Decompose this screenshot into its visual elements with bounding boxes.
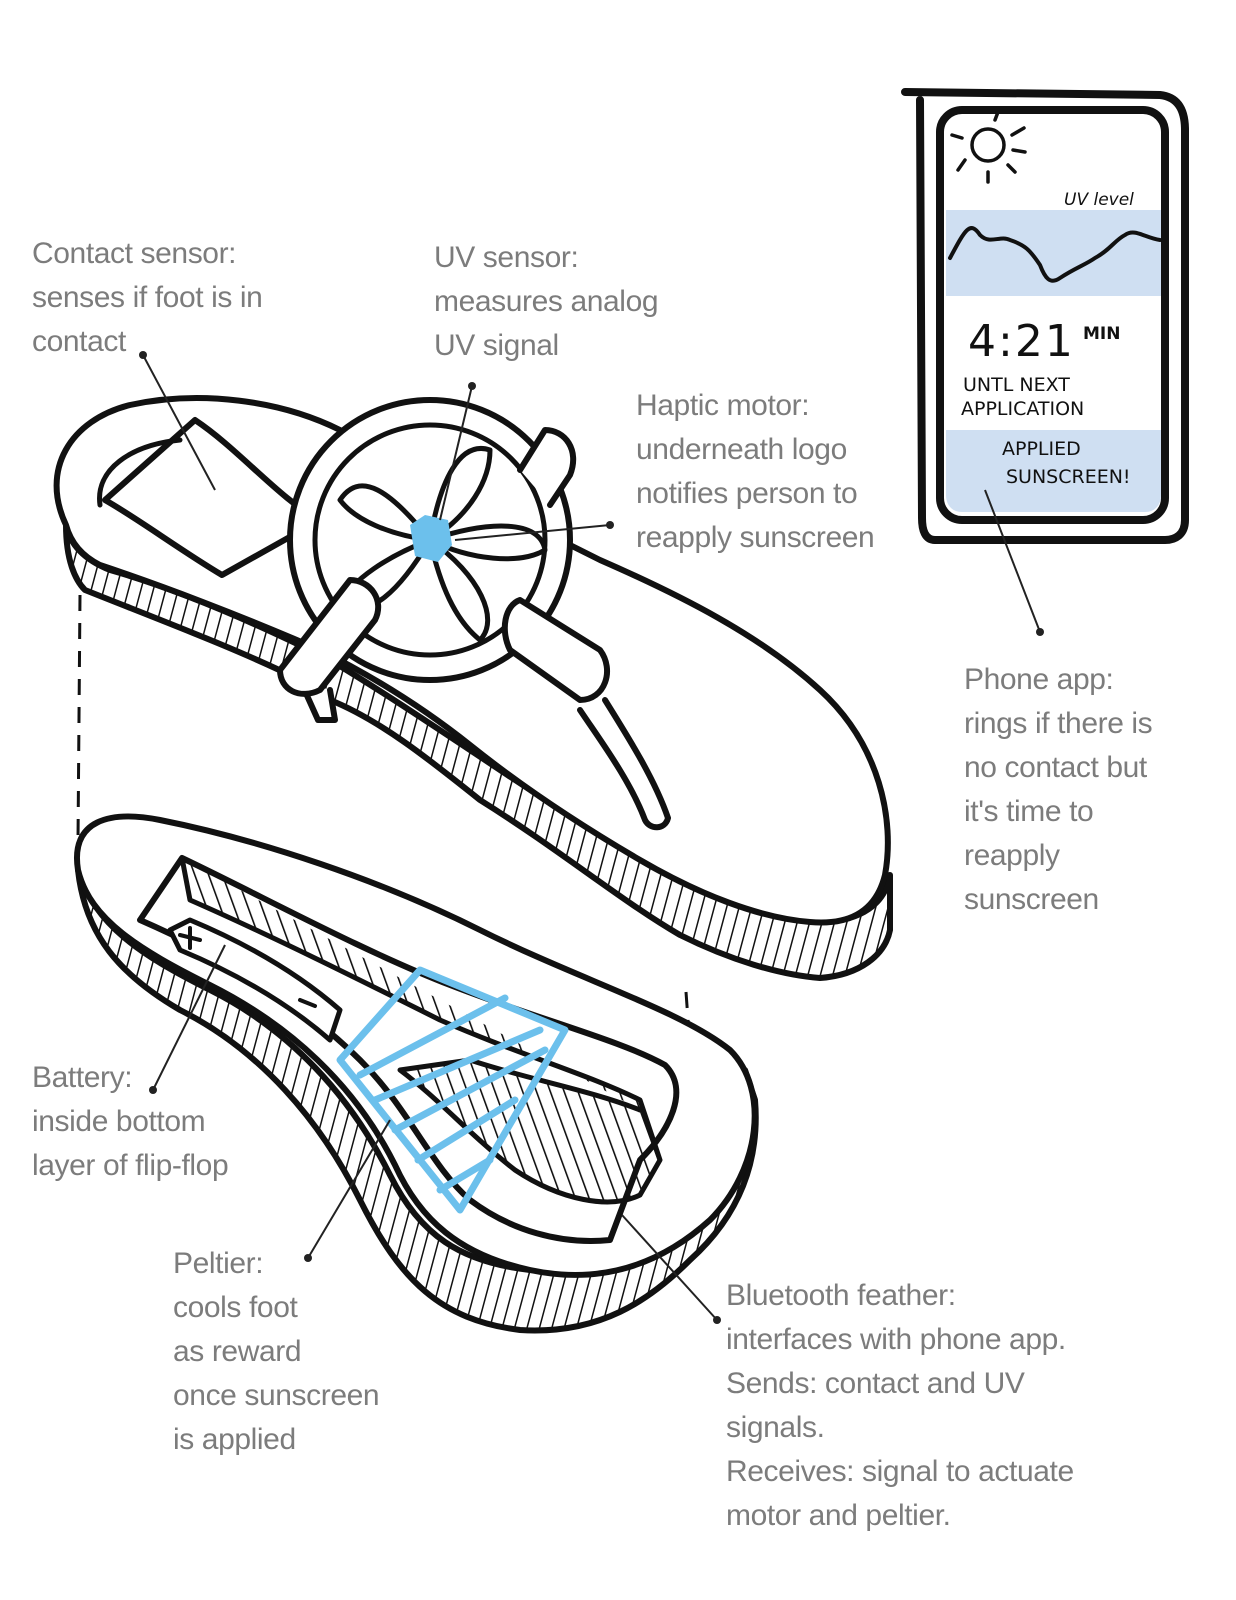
uv-level-curve — [948, 226, 1162, 283]
uv-level-label: UV level — [1064, 190, 1134, 210]
sun-icon — [950, 110, 1027, 184]
timer-value: 4:21 — [968, 316, 1075, 367]
applied-button-line-1[interactable]: APPLIED — [1002, 438, 1081, 460]
label-haptic-motor: Haptic motor: underneath logo notifies p… — [636, 389, 875, 554]
uv-graph-band — [946, 210, 1161, 296]
label-battery: Battery: inside bottom layer of flip-flo… — [32, 1061, 229, 1182]
leader-lines — [142, 354, 1041, 1321]
until-line-2: APPLICATION — [961, 398, 1085, 420]
peltier-module — [336, 966, 569, 1214]
applied-button-line-2[interactable]: SUNSCREEN! — [1006, 466, 1131, 488]
battery — [167, 917, 343, 1043]
cavity-floor — [179, 855, 663, 1205]
top-sole-inner — [97, 437, 183, 508]
until-line-1: UNTL NEXT — [963, 374, 1070, 396]
label-phone-app: Phone app: rings if there is no contact … — [964, 663, 1153, 916]
timer-unit: MIN — [1083, 324, 1121, 344]
leader-dots — [139, 351, 1044, 1324]
label-bluetooth-feather: Bluetooth feather: interfaces with phone… — [726, 1279, 1074, 1532]
label-contact-sensor: Contact sensor: senses if foot is in con… — [32, 237, 263, 358]
label-peltier: Peltier: cools foot as reward once sunsc… — [173, 1247, 380, 1456]
top-sandal — [53, 395, 893, 981]
uv-sensor-dot — [410, 515, 452, 562]
applied-button-band — [946, 430, 1161, 512]
phone-drawing — [901, 88, 1189, 544]
thong-strap — [577, 697, 671, 831]
label-uv-sensor: UV sensor: measures analog UV signal — [434, 241, 659, 362]
phone-outer-frame — [901, 88, 1189, 544]
